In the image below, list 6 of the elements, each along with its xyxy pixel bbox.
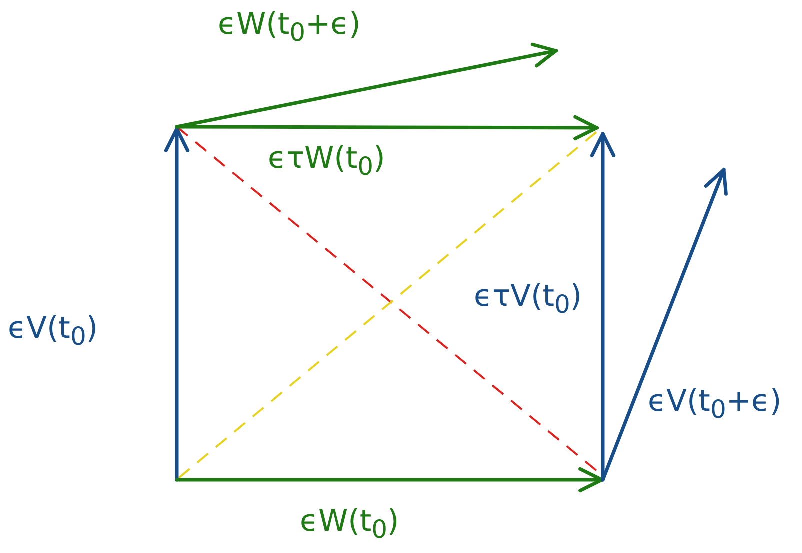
vector-label: ϵV(t$_{0}$+ϵ)	[648, 385, 782, 424]
vector-label: ϵτV(t$_{0}$)	[474, 280, 582, 318]
vector-label: ϵW(t$_{0}$)	[300, 505, 400, 544]
vector-label: ϵV(t$_{0}$)	[8, 312, 98, 350]
vector-label: ϵτW(t$_{0}$)	[268, 142, 386, 180]
vector-label: ϵW(t$_{0}$+ϵ)	[218, 8, 361, 46]
